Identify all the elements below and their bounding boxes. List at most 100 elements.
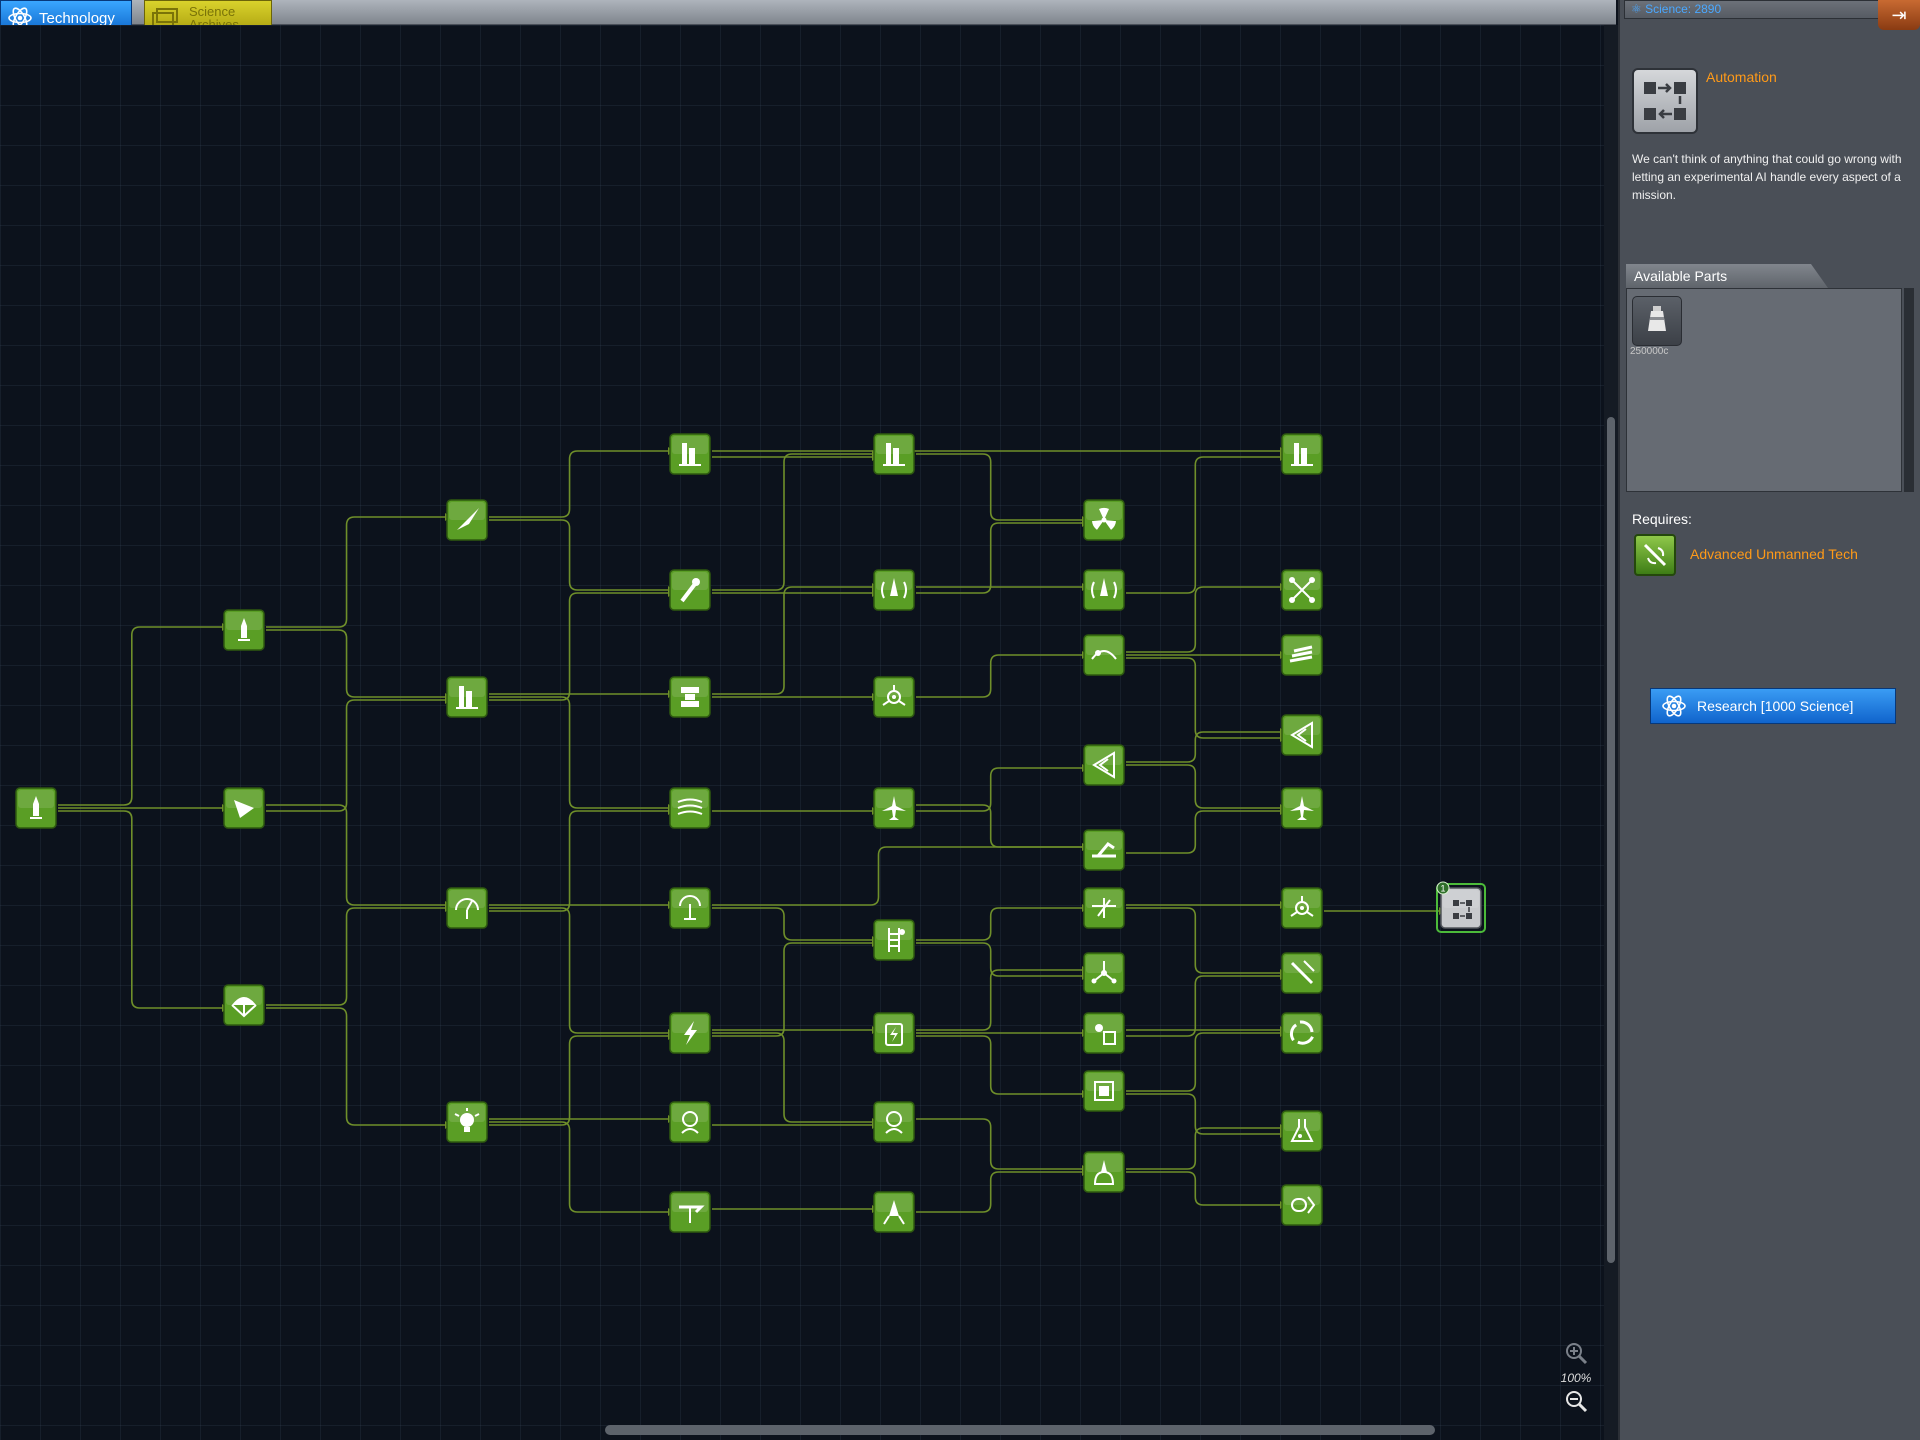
vertical-scrollbar[interactable] [1604, 25, 1618, 1440]
tech-node-u[interactable] [873, 919, 915, 961]
lightning-icon [684, 1021, 697, 1045]
tech-node-ah[interactable] [1083, 1151, 1125, 1193]
plane-icon [1290, 796, 1314, 820]
tree-connection [266, 907, 445, 1006]
tree-connection [266, 699, 445, 812]
tech-node-h[interactable] [446, 1101, 488, 1143]
node-highlight [449, 502, 485, 520]
tech-node-aq[interactable] [1281, 1110, 1323, 1152]
tree-connection [712, 453, 872, 591]
tech-node-b[interactable] [223, 609, 265, 651]
tree-connection [916, 804, 1082, 848]
required-node-icon[interactable] [1634, 534, 1676, 576]
node-highlight [1086, 637, 1122, 655]
plane-icon [882, 796, 906, 820]
sat-icon [1092, 898, 1116, 918]
science-icon [1093, 1160, 1115, 1185]
aero-icon [677, 798, 703, 815]
tech-node-aa[interactable] [1083, 634, 1125, 676]
tree-connection [1126, 1127, 1280, 1170]
tech-node-ac[interactable] [1083, 829, 1125, 871]
tech-node-af[interactable] [1083, 1012, 1125, 1054]
tree-connection [916, 1035, 1082, 1095]
gauge-icon [455, 898, 479, 919]
tree-connection [712, 942, 872, 1037]
selection-badge-number: 1 [1440, 884, 1445, 894]
vertical-scrollbar-thumb[interactable] [1607, 417, 1615, 1263]
node-tile[interactable] [669, 787, 711, 829]
tech-node-am[interactable] [1281, 787, 1323, 829]
tech-tree-canvas[interactable]: 1 [0, 25, 1604, 1440]
solar-icon [1095, 1024, 1116, 1045]
tech-node-e[interactable] [446, 499, 488, 541]
horizontal-scrollbar-thumb[interactable] [605, 1425, 1435, 1435]
required-node-name[interactable]: Advanced Unmanned Tech [1690, 546, 1858, 562]
tech-node-c[interactable] [223, 787, 265, 829]
tech-node-ai[interactable] [1281, 433, 1323, 475]
parachute-icon [231, 997, 257, 1018]
tower-icon [883, 443, 905, 466]
tech-node-n[interactable] [669, 1012, 711, 1054]
part-item[interactable] [1632, 296, 1682, 346]
tech-node-g[interactable] [446, 887, 488, 929]
tech-node-x[interactable] [873, 1191, 915, 1233]
exit-button[interactable]: ⇥ [1878, 0, 1920, 30]
tech-tree[interactable]: 1 [0, 25, 1604, 1440]
tech-node-ae[interactable] [1083, 952, 1125, 994]
probe-core-icon [1648, 306, 1666, 331]
tower-icon [456, 686, 478, 709]
wing-icon [234, 800, 254, 818]
node-tile[interactable] [1083, 634, 1125, 676]
node-tile[interactable] [1281, 1012, 1323, 1054]
selected-node-description: We can't think of anything that could go… [1632, 152, 1902, 202]
zoom-in-icon[interactable] [1563, 1340, 1589, 1366]
part-price: 250000c [1630, 346, 1669, 357]
tech-node-ag[interactable] [1083, 1070, 1125, 1112]
dish-icon [1290, 960, 1315, 985]
science-icon: ⚛ [1631, 2, 1646, 16]
tech-node-d[interactable] [223, 984, 265, 1026]
tech-node-y[interactable] [1083, 499, 1125, 541]
tech-node-s[interactable] [873, 676, 915, 718]
tech-node-an[interactable] [1281, 887, 1323, 929]
tech-node-t[interactable] [873, 787, 915, 829]
tree-nodes[interactable]: 1 [15, 433, 1486, 1233]
tree-connection [1126, 731, 1280, 763]
tech-node-ar[interactable] [1281, 1184, 1323, 1226]
node-tile[interactable] [873, 1101, 915, 1143]
tech-node-i[interactable] [669, 433, 711, 475]
research-button[interactable]: Research [1000 Science] [1650, 688, 1896, 724]
tech-node-j[interactable] [669, 569, 711, 611]
tech-node-z[interactable] [1083, 569, 1125, 611]
tech-node-v[interactable] [873, 1012, 915, 1054]
tower-icon [679, 443, 701, 466]
tech-node-ao[interactable] [1281, 952, 1323, 994]
tech-node-m[interactable] [669, 887, 711, 929]
tree-connection [712, 907, 872, 941]
tech-node-f[interactable] [446, 676, 488, 718]
tech-node-al[interactable] [1281, 714, 1323, 756]
tech-node-ak[interactable] [1281, 634, 1323, 676]
tech-node-q[interactable] [873, 433, 915, 475]
tech-node-a[interactable] [15, 787, 57, 829]
node-tile[interactable] [669, 1101, 711, 1143]
tech-node-p[interactable] [669, 1191, 711, 1233]
engine-icon [881, 578, 907, 599]
tech-node-k[interactable] [669, 676, 711, 718]
node-highlight [1284, 572, 1320, 590]
node-tile[interactable] [1281, 1184, 1323, 1226]
tech-node-w[interactable] [873, 1101, 915, 1143]
tech-node-ab[interactable] [1083, 744, 1125, 786]
stack-icon [681, 687, 699, 707]
tree-connection [1126, 907, 1280, 974]
ladder-icon [888, 928, 905, 952]
tech-node-ap[interactable] [1281, 1012, 1323, 1054]
zoom-out-icon[interactable] [1563, 1388, 1589, 1414]
tech-node-o[interactable] [669, 1101, 711, 1143]
tech-node-ad[interactable] [1083, 887, 1125, 929]
tech-node-aj[interactable] [1281, 569, 1323, 611]
parts-scrollbar[interactable] [1904, 288, 1914, 492]
tech-node-l[interactable] [669, 787, 711, 829]
tech-node-as[interactable]: 1 [1436, 881, 1486, 933]
tech-node-r[interactable] [873, 569, 915, 611]
